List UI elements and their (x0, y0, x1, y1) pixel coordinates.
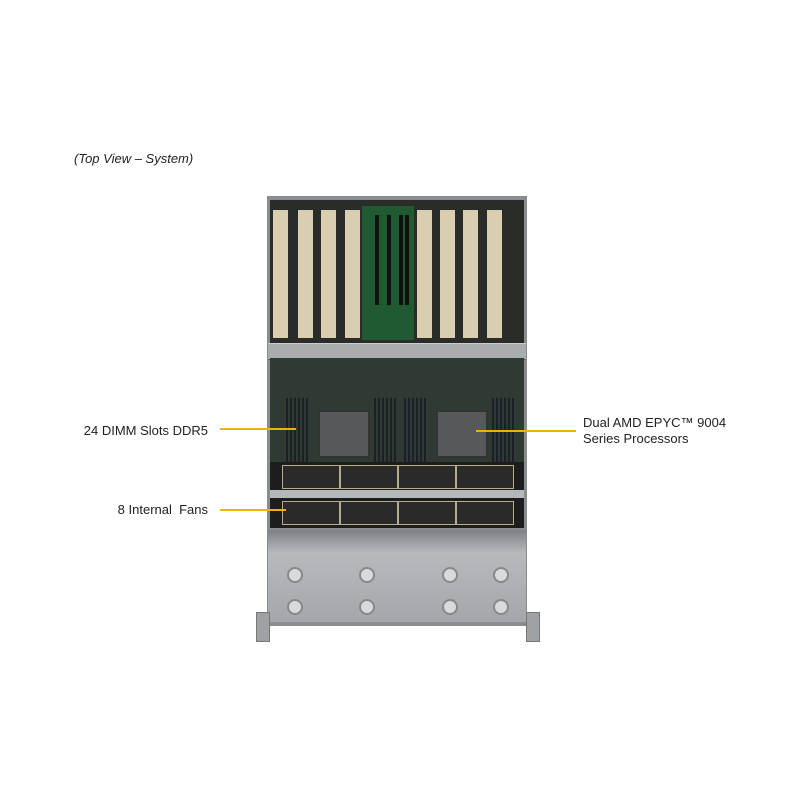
screw (442, 567, 458, 583)
dimm-slot (298, 398, 300, 464)
processor-callout-line1: Dual AMD EPYC™ 9004 (583, 415, 727, 430)
view-caption: (Top View – System) (74, 151, 194, 166)
dimm-slot (424, 398, 426, 464)
pcie-slot (387, 215, 391, 305)
gpu-card (273, 210, 288, 338)
fan-bracket (270, 490, 524, 498)
cpu-heatsink (436, 410, 488, 458)
fan (282, 501, 340, 525)
gpu-card (417, 210, 432, 338)
dimm-slot (302, 398, 304, 464)
dimm-slot (306, 398, 308, 464)
dimm-slot (394, 398, 396, 464)
fan (340, 465, 398, 489)
gpu-card (321, 210, 336, 338)
dimm-callout-label: 24 DIMM Slots DDR5 (83, 423, 208, 438)
fan (340, 501, 398, 525)
fan (398, 501, 456, 525)
pcie-slot (375, 215, 379, 305)
fan (282, 465, 340, 489)
screw (442, 599, 458, 615)
fans-callout-label: 8 Internal Fans (117, 502, 208, 517)
dimm-leader-line (220, 428, 296, 430)
processor-callout-label: Dual AMD EPYC™ 9004 Series Processors (583, 415, 726, 447)
rack-ear (256, 612, 270, 642)
dimm-slot (382, 398, 384, 464)
dimm-slot (386, 398, 388, 464)
fan-row (270, 498, 524, 528)
gpu-card (298, 210, 313, 338)
gpu-card (440, 210, 455, 338)
pcie-slot (399, 215, 403, 305)
screw (493, 567, 509, 583)
screw (287, 567, 303, 583)
processor-leader-line (476, 430, 576, 432)
screw (287, 599, 303, 615)
screw (493, 599, 509, 615)
rack-ear (526, 612, 540, 642)
fans-leader-line (220, 509, 286, 511)
gpu-card (463, 210, 478, 338)
dimm-slot (412, 398, 414, 464)
cpu-heatsink (318, 410, 370, 458)
gpu-card (487, 210, 502, 338)
gpu-card (345, 210, 360, 338)
dimm-slot (420, 398, 422, 464)
fan (456, 501, 514, 525)
dimm-slot (408, 398, 410, 464)
dimm-slot (404, 398, 406, 464)
fan-row (270, 462, 524, 492)
fan (398, 465, 456, 489)
dimm-slot (378, 398, 380, 464)
dimm-slot (286, 398, 288, 464)
dimm-slot (290, 398, 292, 464)
processor-callout-line2: Series Processors (583, 431, 689, 446)
dimm-slot (294, 398, 296, 464)
dimm-slot (416, 398, 418, 464)
screw (359, 599, 375, 615)
fan (456, 465, 514, 489)
dimm-slot (390, 398, 392, 464)
dimm-slot (374, 398, 376, 464)
drive-bay-cover (268, 530, 526, 622)
pcie-slot (405, 215, 409, 305)
screw (359, 567, 375, 583)
